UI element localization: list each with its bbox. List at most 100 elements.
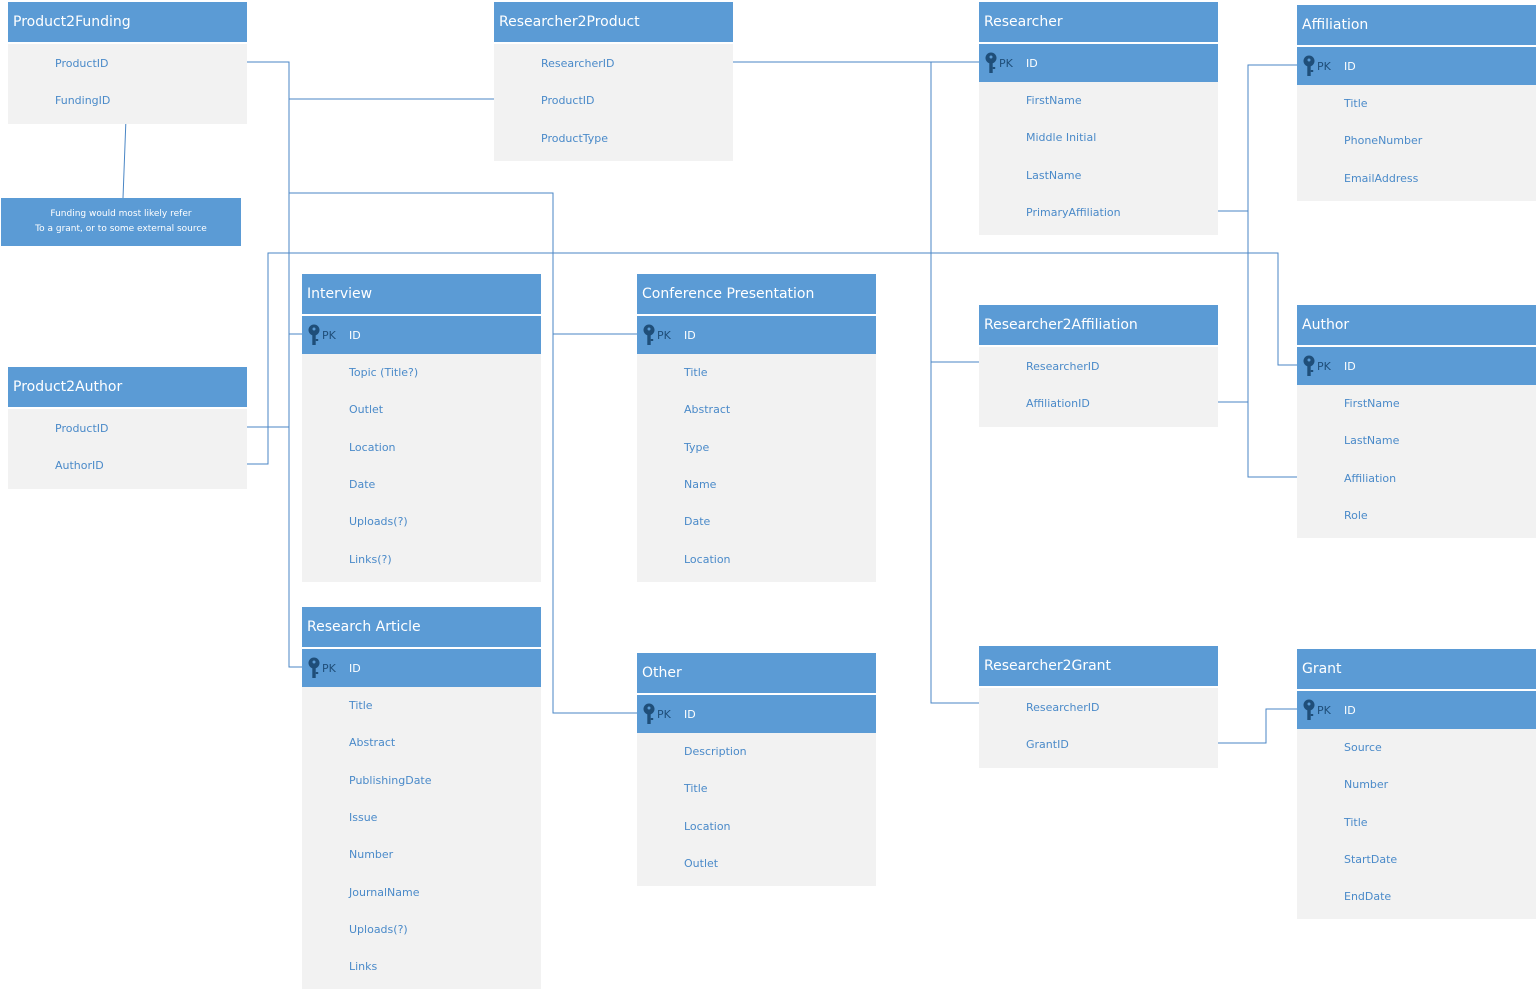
- pk-label: PK: [657, 707, 671, 721]
- field-row[interactable]: ResearcherID: [1026, 360, 1100, 374]
- field-row[interactable]: AuthorID: [55, 459, 104, 473]
- field-row[interactable]: Outlet: [684, 857, 719, 871]
- field-row[interactable]: Links: [349, 960, 378, 974]
- field-row[interactable]: Uploads(?): [349, 922, 408, 936]
- field-row[interactable]: Outlet: [349, 403, 384, 417]
- funding-note: Funding would most likely refer To a gra…: [1, 198, 241, 246]
- field-row[interactable]: LastName: [1344, 434, 1400, 448]
- field-row[interactable]: Title: [684, 782, 708, 796]
- header-divider: [637, 693, 876, 695]
- key-icon: [308, 324, 320, 345]
- pk-label: PK: [1317, 59, 1331, 73]
- field-row[interactable]: Abstract: [684, 403, 731, 417]
- field-row[interactable]: Date: [684, 515, 711, 529]
- field-row[interactable]: EmailAddress: [1344, 171, 1419, 185]
- field-row[interactable]: StartDate: [1344, 853, 1398, 867]
- header-divider: [8, 407, 247, 409]
- field-row[interactable]: Middle Initial: [1026, 131, 1097, 145]
- field-row[interactable]: Location: [684, 819, 731, 833]
- field-row[interactable]: Affiliation: [1344, 471, 1397, 485]
- pk-field: ID: [1026, 56, 1038, 70]
- field-row[interactable]: Title: [684, 366, 708, 380]
- field-row[interactable]: PublishingDate: [349, 773, 432, 787]
- key-icon: [1303, 699, 1315, 720]
- field-row[interactable]: Links(?): [349, 552, 392, 566]
- field-row[interactable]: AffiliationID: [1026, 397, 1090, 411]
- field-row[interactable]: Location: [684, 552, 731, 566]
- field-row[interactable]: FundingID: [55, 94, 111, 108]
- key-icon: [643, 324, 655, 345]
- field-list: ProductID AuthorID: [8, 409, 247, 489]
- field-row[interactable]: Number: [349, 848, 394, 862]
- entity-title: Other: [637, 653, 876, 693]
- field-row[interactable]: PrimaryAffiliation: [1026, 206, 1121, 220]
- field-row[interactable]: FirstName: [1026, 94, 1082, 108]
- key-icon: [308, 657, 320, 678]
- field-row[interactable]: Date: [349, 478, 376, 492]
- field-row[interactable]: Abstract: [349, 736, 396, 750]
- field-row[interactable]: Title: [1344, 97, 1368, 111]
- entity-title: Researcher2Product: [494, 2, 733, 42]
- header-divider: [302, 314, 541, 316]
- field-row[interactable]: Number: [1344, 778, 1389, 792]
- field-row[interactable]: Uploads(?): [349, 515, 408, 529]
- field-row[interactable]: ProductType: [541, 131, 609, 145]
- product-bus-line: [247, 61, 303, 668]
- entity-title: Product2Author: [8, 367, 247, 407]
- field-row[interactable]: EndDate: [1344, 890, 1392, 904]
- field-row[interactable]: Name: [684, 478, 717, 492]
- field-row[interactable]: ResearcherID: [1026, 701, 1100, 715]
- field-row[interactable]: PhoneNumber: [1344, 134, 1423, 148]
- entity-title: Interview: [302, 274, 541, 314]
- field-row[interactable]: Title: [1344, 815, 1368, 829]
- field-row[interactable]: ProductID: [55, 57, 109, 71]
- conference-link: [289, 192, 638, 335]
- entity-title: Grant: [1297, 649, 1536, 689]
- field-row[interactable]: Description: [684, 745, 747, 759]
- field-row[interactable]: ResearcherID: [541, 57, 615, 71]
- field-row[interactable]: Topic (Title?): [349, 366, 419, 380]
- entity-title: Researcher2Affiliation: [979, 305, 1218, 345]
- pk-label: PK: [322, 328, 336, 342]
- field-row[interactable]: LastName: [1026, 168, 1082, 182]
- field-row[interactable]: Issue: [349, 811, 378, 825]
- pk-label: PK: [1317, 703, 1331, 717]
- field-row[interactable]: ProductID: [541, 94, 595, 108]
- field-row[interactable]: JournalName: [349, 885, 420, 899]
- field-list: ResearcherID GrantID: [979, 688, 1218, 768]
- field-list: ResearcherID ProductID ProductType: [494, 44, 733, 161]
- field-row[interactable]: GrantID: [1026, 738, 1069, 752]
- field-row[interactable]: Source: [1344, 741, 1382, 755]
- field-row[interactable]: FirstName: [1344, 397, 1400, 411]
- field-row[interactable]: Role: [1344, 509, 1368, 523]
- field-row[interactable]: Title: [349, 699, 373, 713]
- header-divider: [494, 42, 733, 44]
- field-row[interactable]: ProductID: [55, 422, 109, 436]
- field-row[interactable]: Location: [349, 440, 396, 454]
- field-row[interactable]: Type: [684, 440, 710, 454]
